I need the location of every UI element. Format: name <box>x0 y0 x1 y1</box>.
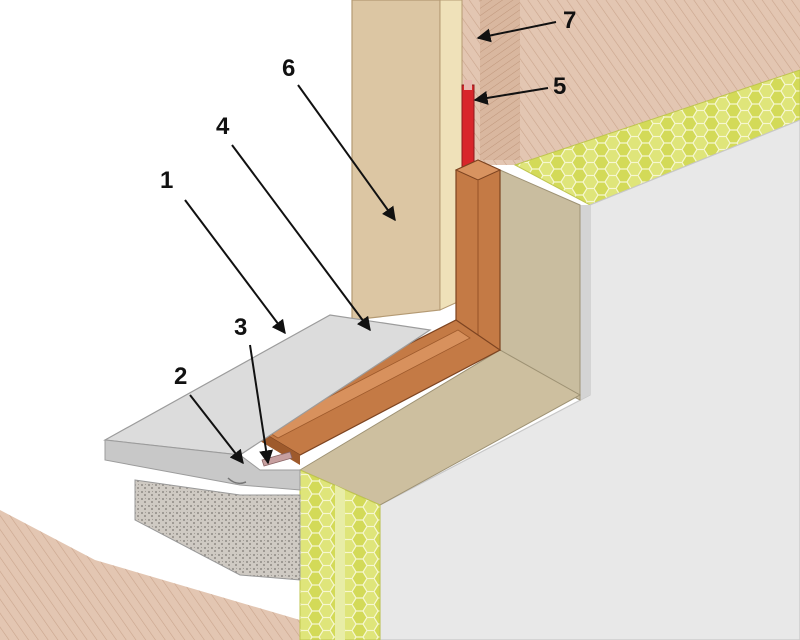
leader-2 <box>189 394 244 465</box>
concrete-base <box>134 479 301 581</box>
callout-1: 1 <box>160 167 173 194</box>
callout-3: 3 <box>234 314 247 341</box>
callout-5: 5 <box>553 73 566 100</box>
frame-board <box>351 0 441 321</box>
brick-cavity-edge <box>480 0 520 160</box>
lower-brick-plane <box>0 510 300 640</box>
leader-7 <box>476 21 557 43</box>
callout-labels: 1 2 3 4 5 6 7 <box>160 7 576 390</box>
membrane-tab <box>464 80 472 90</box>
outer-brick-wall <box>455 0 800 165</box>
leader-5 <box>473 87 549 105</box>
callout-4: 4 <box>216 113 230 140</box>
leader-4 <box>231 144 371 332</box>
insulation-top <box>513 69 800 206</box>
leader-lines <box>184 21 557 465</box>
timber-frame-top <box>454 159 502 181</box>
leader-1 <box>184 199 286 335</box>
vapour-membrane <box>461 84 475 171</box>
timber-rebate <box>264 329 471 439</box>
leader-3 <box>249 344 274 465</box>
plaster-edge <box>580 205 590 400</box>
callout-7: 7 <box>563 7 576 34</box>
callout-2: 2 <box>174 363 187 390</box>
drip-groove <box>227 477 247 485</box>
insulation-joint <box>335 485 345 640</box>
callout-6: 6 <box>282 55 295 82</box>
leader-6 <box>297 84 396 222</box>
